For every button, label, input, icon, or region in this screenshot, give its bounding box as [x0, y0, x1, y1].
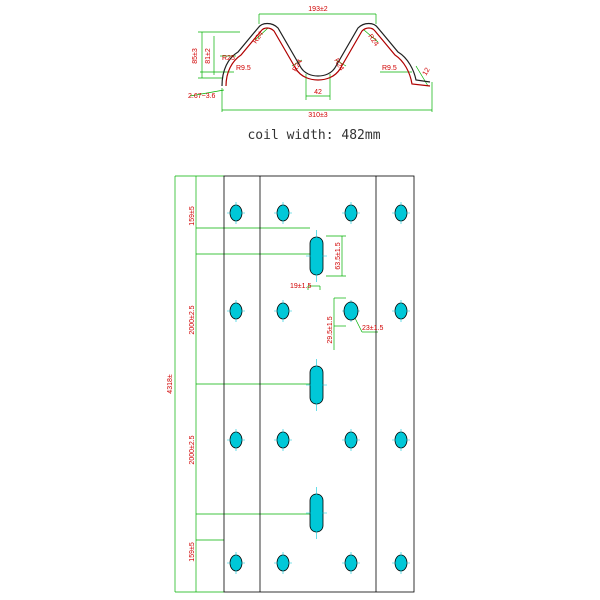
pitch-upper-label: 2000±2.5 [189, 305, 196, 334]
bottom-end-distance-label: 159±5 [189, 542, 196, 562]
overall-height-label: 85±3 [192, 48, 199, 64]
radius-right-valley-label: R24 [332, 58, 345, 73]
profile-section: 193±2 85±3 81±2 R25 R24 R24 R24 R24 R9.5… [188, 6, 433, 119]
total-length-label: 4318± [167, 374, 174, 394]
bottom-width-label: 310±3 [308, 112, 328, 119]
radius-right-edge-label: R9.5 [382, 65, 397, 72]
plate-dimension-lines [174, 175, 378, 593]
valley-width-label: 42 [314, 89, 322, 96]
hole-diameter-label: 29.5±1.5 [327, 316, 334, 343]
inner-height-label: 81±2 [205, 48, 212, 64]
profile-outline-inner [225, 27, 431, 87]
slot-length-label: 63.5±1.5 [335, 242, 342, 269]
top-end-distance-label: 159±5 [189, 206, 196, 226]
thickness-label: 2.67~3.6 [188, 93, 216, 100]
profile-dimension-lines [189, 13, 433, 112]
slot-pattern [306, 230, 327, 539]
hole-dimensioned [343, 301, 359, 321]
coil-width-caption: coil width: 482mm [247, 128, 380, 143]
radius-left-outer-label: R25 [222, 55, 235, 62]
radius-left-edge-label: R9.5 [236, 65, 251, 72]
top-span-label: 193±2 [308, 6, 328, 13]
flange-label: 12 [422, 67, 432, 77]
hole-offset-label: 23±1.5 [362, 325, 383, 332]
radius-left-valley-label: R24 [292, 58, 305, 73]
profile-outline-outer [221, 22, 431, 87]
hole-pattern [227, 202, 410, 574]
plate-layout: 4318± 159±5 2000±2.5 2000±2.5 159±5 63.5… [167, 175, 415, 593]
slot-width-label: 19±1.5 [290, 283, 311, 290]
pitch-lower-label: 2000±2.5 [189, 435, 196, 464]
plate-outline [223, 175, 415, 593]
radius-right-top-label: R24 [366, 33, 379, 48]
